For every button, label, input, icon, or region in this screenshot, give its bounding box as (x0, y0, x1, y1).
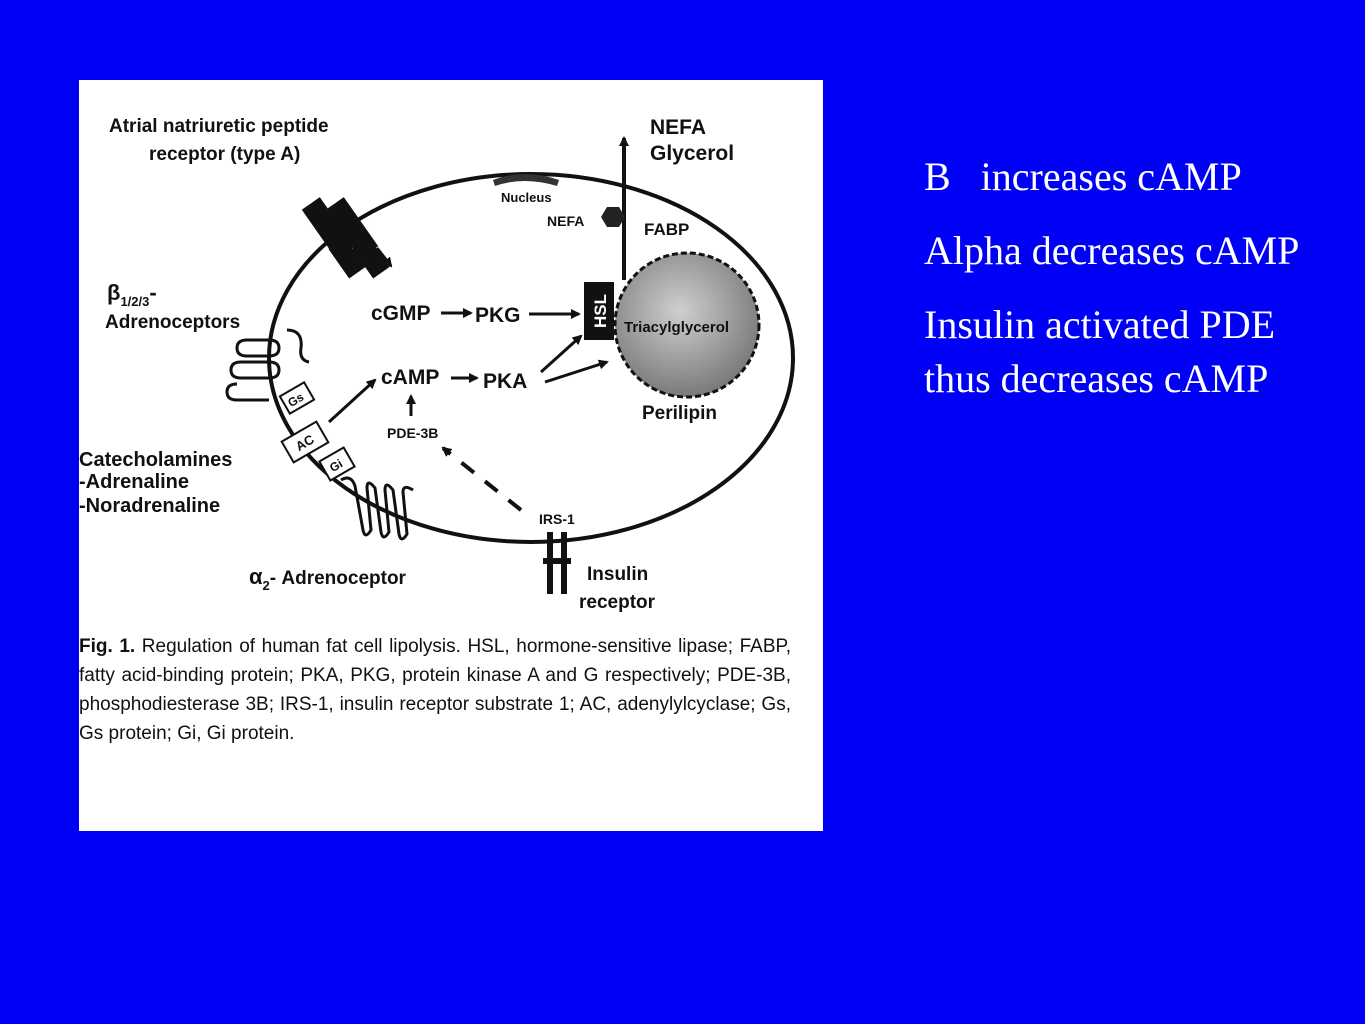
camp-label: cAMP (381, 366, 439, 389)
irs-to-pde-arrow (441, 446, 523, 512)
pka-to-hsl-arrow (539, 334, 583, 374)
cell-membrane (267, 172, 795, 544)
nucleus-shape (493, 174, 559, 186)
hsl-box (584, 282, 614, 340)
receptor-label: receptor (579, 592, 656, 613)
anp-receptor-label-line1: Atrial natriuretic peptide (109, 116, 329, 137)
gs-box: Gs (278, 380, 316, 416)
perilipin-label: Perilipin (642, 403, 717, 424)
lipolysis-figure: Nucleus NEFA Glycerol NEFA FABP Atrial n… (79, 80, 823, 831)
irs1-label: IRS-1 (539, 511, 575, 527)
anp-receptor-label-line2: receptor (type A) (149, 144, 300, 165)
note-alpha: Alpha decreases cAMP (924, 228, 1300, 273)
ac-box: AC (280, 420, 330, 464)
pka-to-droplet-arrow (544, 359, 609, 384)
beta-receptor-coil (225, 328, 310, 402)
nefa-inner-label: NEFA (547, 213, 584, 229)
lipolysis-diagram: Nucleus NEFA Glycerol NEFA FABP Atrial n… (79, 116, 795, 613)
alpha2-label: α2- Adrenoceptor (249, 564, 407, 593)
ac-to-camp-arrow (327, 378, 377, 424)
nefa-output-label: NEFA (650, 116, 706, 139)
hsl-label: HSL (591, 294, 610, 328)
pkg-label: PKG (475, 304, 521, 327)
note-beta: B increases cAMP (924, 154, 1242, 199)
caption-text: Regulation of human fat cell lipolysis. … (79, 636, 791, 744)
fabp-label: FABP (644, 220, 689, 239)
caption-label: Fig. 1. (79, 636, 136, 657)
pde3b-label: PDE-3B (387, 425, 438, 441)
gi-label: Gi (327, 456, 345, 474)
triacylglycerol-label: Triacylglycerol (624, 319, 729, 336)
anp-receptor-shape (301, 197, 390, 279)
gi-box: Gi (318, 446, 356, 482)
beta-symbol: β1/2/3- (107, 280, 157, 309)
pka-label: PKA (483, 370, 527, 393)
cgmp-label: cGMP (371, 302, 431, 325)
figure-caption: Fig. 1. Regulation of human fat cell lip… (79, 632, 791, 748)
notes-panel: B increases cAMP Alpha decreases cAMP In… (924, 150, 1344, 426)
nucleus-label: Nucleus (501, 190, 552, 205)
triacylglycerol-droplet (613, 251, 761, 399)
note-insulin: Insulin activated PDE thus decreases cAM… (924, 302, 1276, 401)
insulin-receptor-shape (543, 532, 571, 594)
nefa-hexagon (601, 207, 625, 227)
alpha2-receptor-coil (340, 476, 414, 541)
adrenaline-label: -Adrenaline (79, 471, 189, 493)
catecholamines-label: Catecholamines (79, 449, 232, 471)
anp-to-cgmp-arrow (375, 247, 393, 268)
noradrenaline-label: -Noradrenaline (79, 495, 220, 517)
glycerol-label: Glycerol (650, 142, 734, 165)
beta-adrenoceptors-label: Adrenoceptors (105, 312, 240, 333)
insulin-label: Insulin (587, 564, 648, 585)
